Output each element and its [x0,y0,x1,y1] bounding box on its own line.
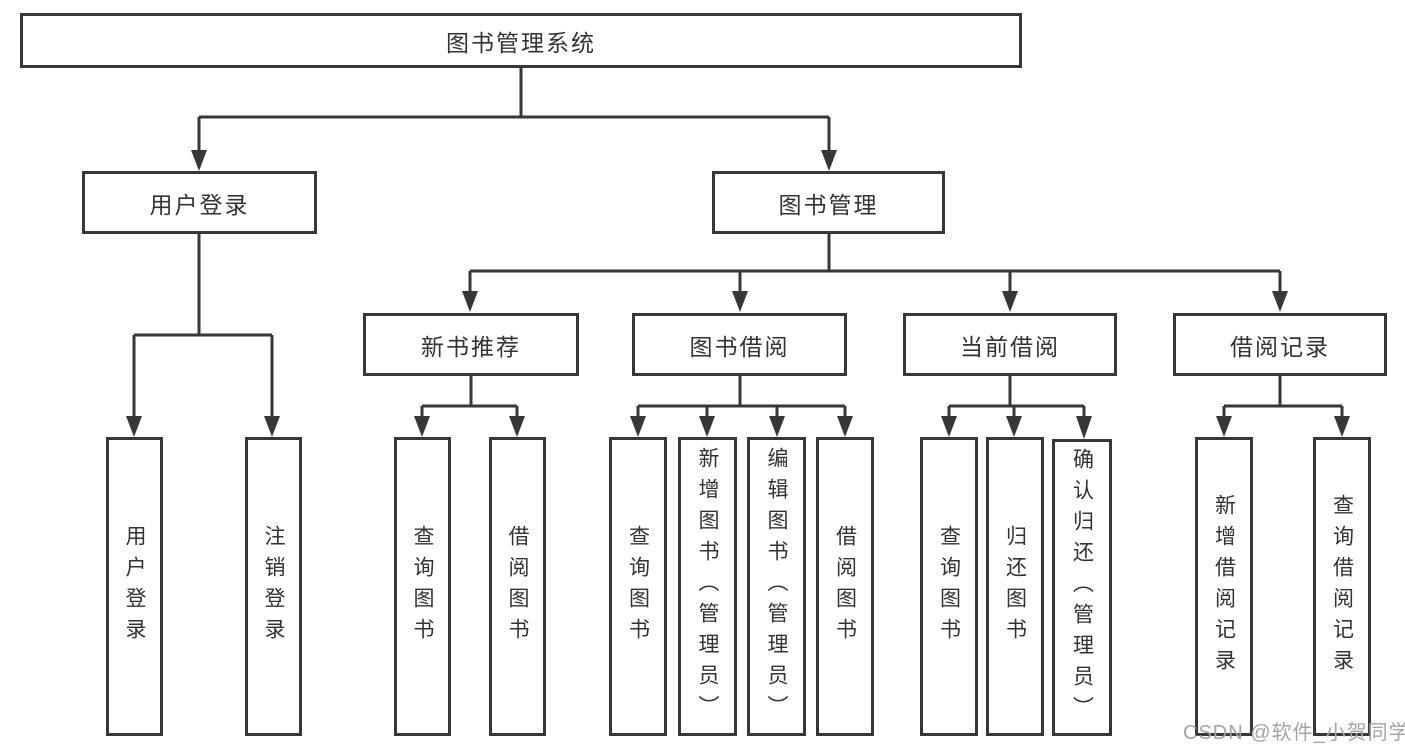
node-leaf-return-books: 归还图书 [986,437,1044,736]
node-new-book-recommendation: 新书推荐 [363,313,579,376]
node-current-borrowing: 当前借阅 [903,313,1117,376]
node-leaf-logout: 注销登录 [245,437,302,736]
node-leaf-user-login: 用户登录 [106,437,163,736]
node-leaf-add-books-admin: 新增图书（管理员） [678,437,737,736]
node-leaf-edit-books-admin: 编辑图书（管理员） [747,437,806,736]
node-borrowing-records: 借阅记录 [1173,313,1387,376]
node-user-login-module: 用户登录 [82,171,317,234]
node-leaf-borrow-books: 借阅图书 [816,437,874,736]
csdn-watermark: CSDN @软件_小贺同学 [1183,722,1405,744]
node-leaf-query-books-borrow: 查询图书 [609,437,667,736]
node-book-borrowing: 图书借阅 [632,313,847,376]
node-leaf-query-books-recommend: 查询图书 [394,437,451,736]
node-leaf-borrow-books-recommend: 借阅图书 [489,437,546,736]
node-library-system: 图书管理系统 [20,13,1022,68]
node-leaf-confirm-return-admin: 确认归还（管理员） [1052,439,1112,736]
node-leaf-query-books-current: 查询图书 [920,437,978,736]
node-leaf-add-borrow-record: 新增借阅记录 [1195,437,1253,736]
node-leaf-query-borrow-record: 查询借阅记录 [1313,437,1371,736]
node-book-management-module: 图书管理 [712,171,945,234]
